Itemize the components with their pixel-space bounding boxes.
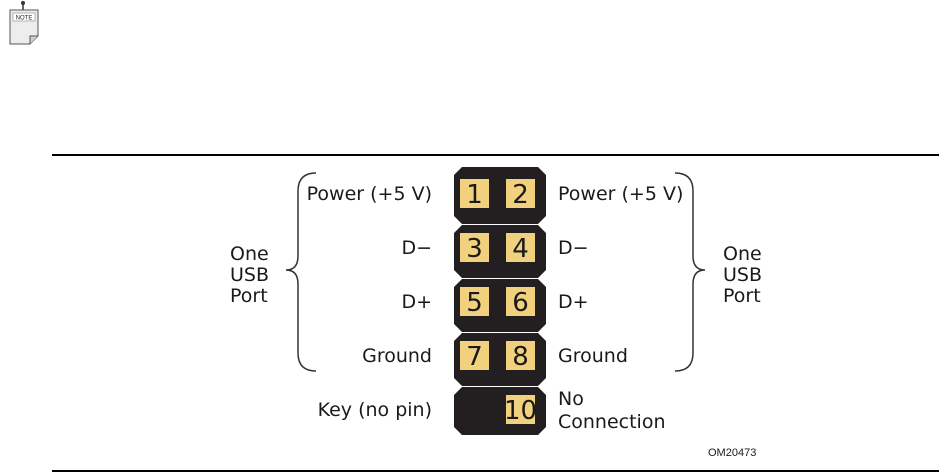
pin-number: 10 bbox=[504, 396, 537, 426]
right-group-label-line1: One bbox=[723, 243, 762, 265]
pin-label-right: Power (+5 V) bbox=[558, 183, 683, 205]
left-group-label-line2: USB bbox=[230, 264, 269, 286]
right-brace bbox=[674, 172, 706, 372]
left-group-label-line3: Port bbox=[230, 285, 268, 307]
figure-bottom-rule bbox=[52, 470, 939, 472]
pin-3 bbox=[460, 233, 489, 262]
pin-number: 6 bbox=[512, 288, 529, 318]
right-group-label-line3: Port bbox=[723, 285, 761, 307]
left-brace bbox=[285, 172, 317, 372]
pin-label-right: D+ bbox=[558, 291, 589, 313]
pin-2 bbox=[506, 179, 535, 208]
pin-number: 1 bbox=[466, 180, 483, 210]
pin-label-right: D− bbox=[558, 237, 589, 259]
pin-5 bbox=[460, 287, 489, 316]
no-connection-label-line2: Connection bbox=[558, 411, 666, 433]
pin-number: 4 bbox=[512, 234, 529, 264]
pin-label-left: Ground bbox=[362, 345, 432, 367]
pin-1 bbox=[460, 179, 489, 208]
pin-6 bbox=[506, 287, 535, 316]
pin-label-right: Ground bbox=[558, 345, 628, 367]
pin-label-left: D+ bbox=[401, 291, 432, 313]
figure-code: OM20473 bbox=[708, 447, 756, 459]
pin-10 bbox=[506, 395, 535, 424]
pin-8 bbox=[506, 341, 535, 370]
pin-number: 5 bbox=[466, 288, 483, 318]
pin-label-left: D− bbox=[401, 237, 432, 259]
pin-number: 8 bbox=[512, 342, 529, 372]
pin-number: 3 bbox=[466, 234, 483, 264]
figure-top-rule bbox=[52, 154, 939, 156]
pin-label-left: Power (+5 V) bbox=[307, 183, 432, 205]
note-icon-label: NOTE bbox=[16, 16, 33, 22]
pin-number: 7 bbox=[466, 342, 483, 372]
pin-4 bbox=[506, 233, 535, 262]
left-group-label-line1: One bbox=[230, 243, 269, 265]
pin-number: 2 bbox=[512, 180, 529, 210]
pin-7 bbox=[460, 341, 489, 370]
note-icon: NOTE bbox=[9, 1, 39, 45]
right-group-label-line2: USB bbox=[723, 264, 762, 286]
no-connection-label-line1: No bbox=[558, 388, 584, 410]
key-label: Key (no pin) bbox=[318, 399, 432, 421]
